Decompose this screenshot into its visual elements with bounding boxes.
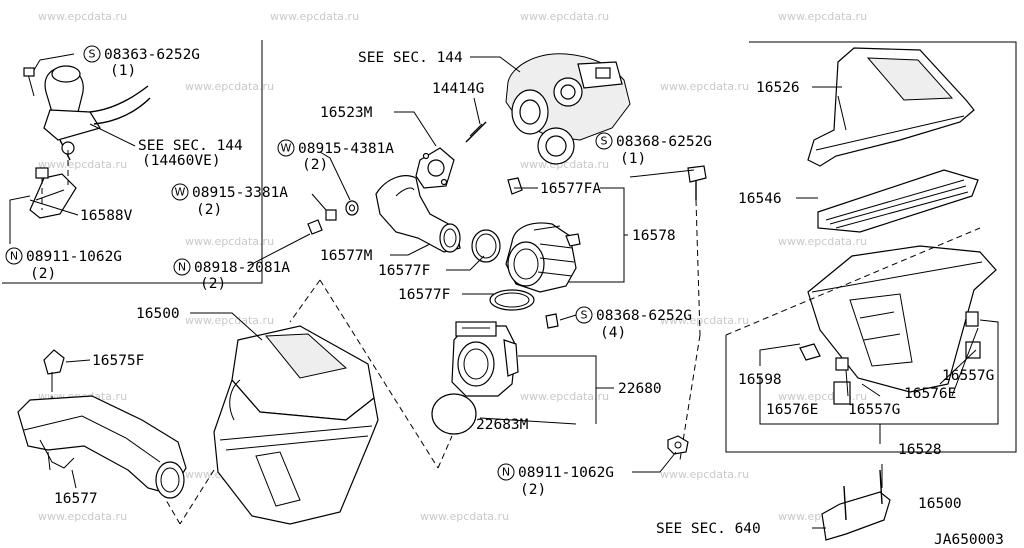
cover-16526-illustration <box>807 47 975 167</box>
section-reference-label: SEE SEC. 144 <box>138 138 243 154</box>
part-number-label: 16500 <box>918 496 962 512</box>
watermark: www.epcdata.ru <box>185 80 274 93</box>
airflow-meter-22680-illustration <box>451 313 559 397</box>
clamps-16577f-illustration <box>471 177 535 311</box>
duct-16577-illustration <box>17 395 187 499</box>
watermark: www.epcdata.ru <box>38 158 127 171</box>
watermark: www.epcdata.ru <box>185 314 274 327</box>
part-number-label: 16588V <box>80 208 133 224</box>
seal-22683m-illustration <box>431 393 477 435</box>
callout-prefix: N <box>502 466 510 479</box>
part-qty-label: (1) <box>110 63 136 79</box>
watermark: www.epcdata.ru <box>778 10 867 23</box>
part-number-label: 16528 <box>898 442 942 458</box>
part-number-label: 16557G <box>942 368 994 384</box>
nut-08911-lower-illustration <box>667 435 689 455</box>
part-number-label: 16577 <box>54 491 98 507</box>
bracket-sec640-illustration <box>821 469 891 541</box>
callout-prefix: W <box>281 142 292 155</box>
watermark: www.epcdata.ru <box>520 158 609 171</box>
part-number-label: 16546 <box>738 191 782 207</box>
callout-prefix: S <box>89 48 96 61</box>
part-number-label: 16598 <box>738 372 782 388</box>
leader-lines <box>9 53 999 529</box>
watermark: www.epcdata.ru <box>420 510 509 523</box>
part-number-label: 16526 <box>756 80 800 96</box>
callout-prefix-circles: S W W N N S S N <box>5 45 613 481</box>
bracket-16588v-illustration <box>29 150 77 219</box>
diagram-code: JA650003 <box>934 532 1004 548</box>
callout-prefix: N <box>178 261 186 274</box>
part-number-label: 08368-6252G <box>616 134 712 150</box>
watermark-layer: www.epcdata.ru www.epcdata.ru www.epcdat… <box>38 10 867 523</box>
part-number-label: 16577FA <box>540 181 601 197</box>
gasket-16523m-illustration <box>415 147 455 189</box>
section-reference-label: SEE SEC. 640 <box>656 521 761 537</box>
part-number-label: 08918-2081A <box>194 260 290 276</box>
part-number-label: 08915-3381A <box>192 185 288 201</box>
stud-14414g-illustration <box>465 121 487 143</box>
part-number-label: 16575F <box>92 353 144 369</box>
part-number-label: 08911-1062G <box>518 465 614 481</box>
part-qty-label: (2) <box>196 202 222 218</box>
part-number-label: 08368-6252G <box>596 308 692 324</box>
part-number-label: 22683M <box>476 417 529 433</box>
watermark: www.epcdata.ru <box>660 468 749 481</box>
part-qty-label: (2) <box>30 266 56 282</box>
duct-16578-illustration <box>505 222 581 293</box>
frame-lines <box>2 40 1017 453</box>
filter-16546-illustration <box>817 169 979 233</box>
watermark: www.epcdata.ru <box>38 10 127 23</box>
part-number-label: 16576E <box>766 402 818 418</box>
watermark: www.epcdata.ru <box>660 314 749 327</box>
part-number-label: 16500 <box>136 306 180 322</box>
watermark: www.epcdata.ru <box>778 235 867 248</box>
callout-prefix: N <box>10 250 18 263</box>
part-number-label: 08911-1062G <box>26 249 122 265</box>
callout-labels: 08363-6252G (1) SEE SEC. 144 14414G 1652… <box>26 47 1004 548</box>
valve-assembly-illustration <box>23 65 151 161</box>
watermark: www.epcdata.ru <box>520 10 609 23</box>
callout-prefix: W <box>175 186 186 199</box>
callout-prefix: S <box>601 135 608 148</box>
watermark: www.epcdata.ru <box>38 510 127 523</box>
part-number-label: 16577M <box>320 248 373 264</box>
part-number-label: 16577F <box>398 287 450 303</box>
section-reference-subcode: (14460VE) <box>142 153 221 169</box>
callout-prefix: S <box>581 309 588 322</box>
part-qty-label: (2) <box>520 482 546 498</box>
part-number-label: 16578 <box>632 228 676 244</box>
part-qty-label: (1) <box>620 151 646 167</box>
part-number-label: 16523M <box>320 105 373 121</box>
part-qty-label: (4) <box>600 325 626 341</box>
part-number-label: 16577F <box>378 263 430 279</box>
air-cleaner-16500-illustration <box>165 279 453 525</box>
part-qty-label: (2) <box>200 276 226 292</box>
turbocharger-illustration <box>505 53 631 165</box>
part-number-label: 08915-4381A <box>298 141 394 157</box>
part-number-label: 14414G <box>432 81 484 97</box>
intake-tube-16577m-illustration <box>375 175 461 253</box>
section-reference-label: SEE SEC. 144 <box>358 50 463 66</box>
watermark: www.epcdata.ru <box>270 10 359 23</box>
washer-illustration <box>307 200 359 235</box>
lower-case-16528-illustration <box>725 227 997 405</box>
part-number-label: 22680 <box>618 381 662 397</box>
watermark: www.epcdata.ru <box>660 80 749 93</box>
part-number-label: 16576E <box>904 386 956 402</box>
part-qty-label: (2) <box>302 157 328 173</box>
part-number-label: 08363-6252G <box>104 47 200 63</box>
watermark: www.epcdata.ru <box>520 390 609 403</box>
watermark: www.epcdata.ru <box>185 235 274 248</box>
part-number-label: 16557G <box>848 402 900 418</box>
